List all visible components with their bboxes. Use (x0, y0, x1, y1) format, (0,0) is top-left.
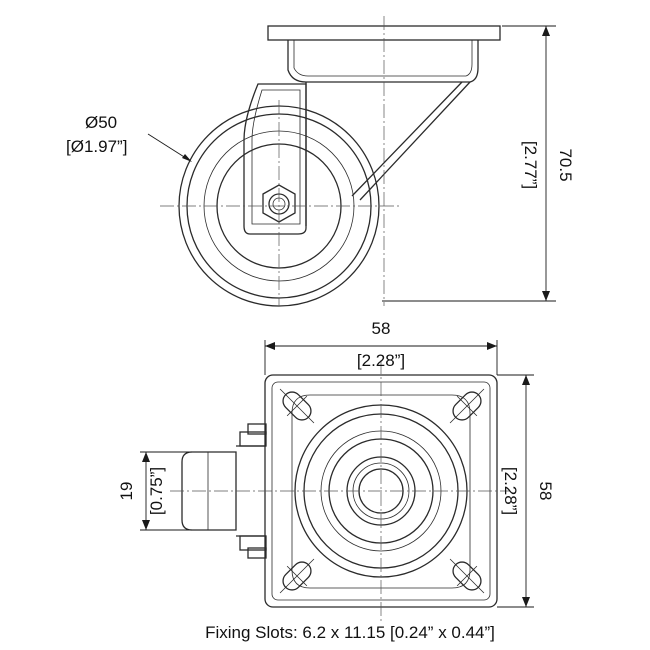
depth-inch-label: [2.28”] (501, 467, 520, 515)
fork-housing (287, 40, 479, 83)
depth-label: 58 (536, 482, 555, 501)
wheel-width-label: 19 (117, 482, 136, 501)
height-label: 70.5 (556, 148, 575, 181)
fork-bracket (243, 83, 307, 235)
wheel-diameter-inch-label: [Ø1.97”] (66, 137, 127, 156)
fixing-slots (279, 388, 485, 594)
wheel-width-inch-label: [0.75”] (147, 467, 166, 515)
height-inch-label: [2.77”] (521, 141, 540, 189)
width-inch-label: [2.28”] (357, 351, 405, 370)
wheel-diameter-label: Ø50 (85, 113, 117, 132)
fixing-slots-caption: Fixing Slots: 6.2 x 11.15 [0.24” x 0.44”… (205, 623, 495, 642)
side-view: Ø50 [Ø1.97”] 70.5 [2.77”] (66, 16, 575, 307)
width-label: 58 (372, 319, 391, 338)
top-view: 58 [2.28”] 58 [2.28”] 19 [0.75”] (117, 319, 555, 622)
fork-leg (351, 81, 471, 201)
